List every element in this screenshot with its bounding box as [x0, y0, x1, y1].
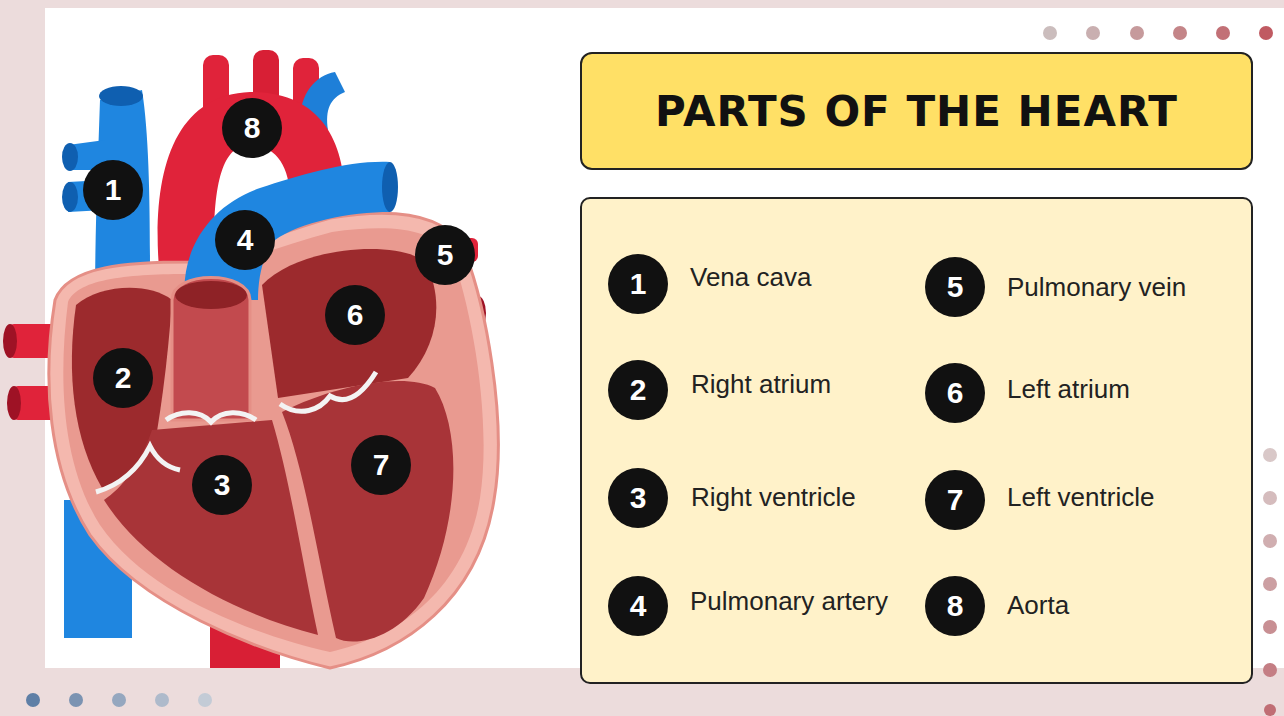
- callout-number: 7: [925, 470, 985, 530]
- left-atrium: [262, 249, 436, 398]
- pulmonary-valve: [166, 413, 256, 422]
- callout-number: 6: [925, 363, 985, 423]
- part-name: Right ventricle: [691, 482, 856, 513]
- vessel-end: [382, 162, 398, 212]
- vessel-end: [3, 324, 17, 358]
- key-panel: [580, 197, 1253, 684]
- callout-number: 4: [608, 576, 668, 636]
- callout-number: 6: [325, 285, 385, 345]
- callout-number: 5: [415, 225, 475, 285]
- callout-number: 2: [93, 348, 153, 408]
- callout-number: 8: [925, 576, 985, 636]
- callout-number: 8: [222, 98, 282, 158]
- part-name: Right atrium: [691, 369, 831, 400]
- vessel-end: [62, 143, 78, 171]
- tricuspid-valve: [96, 446, 180, 492]
- pulmonary-artery: [166, 162, 398, 422]
- vessel-end: [62, 182, 78, 212]
- part-name: Left atrium: [1007, 374, 1130, 405]
- callout-number: 3: [192, 455, 252, 515]
- title-box: PARTS OF THE HEART: [580, 52, 1253, 170]
- part-name: Pulmonary vein: [1007, 272, 1186, 303]
- part-name: Vena cava: [690, 262, 811, 293]
- mitral-valve: [280, 372, 376, 411]
- pulmonary-trunk: [172, 278, 250, 421]
- vessels-back: [3, 50, 486, 668]
- part-name: Aorta: [1007, 590, 1069, 621]
- vessel-end: [99, 86, 143, 106]
- callout-number: 1: [608, 254, 668, 314]
- callout-number: 5: [925, 257, 985, 317]
- vessel-end: [7, 386, 21, 420]
- callout-number: 1: [83, 160, 143, 220]
- callout-number: 2: [608, 360, 668, 420]
- title-text: PARTS OF THE HEART: [655, 87, 1178, 136]
- part-name: Pulmonary artery: [690, 586, 888, 617]
- heart-wall: [63, 228, 483, 652]
- trunk-opening: [175, 281, 247, 309]
- heart-outline: [49, 213, 498, 668]
- callout-number: 4: [215, 210, 275, 270]
- decor-dots: [26, 26, 1277, 716]
- heart-body: [49, 213, 498, 668]
- part-name: Left ventricle: [1007, 482, 1154, 513]
- callout-number: 3: [608, 468, 668, 528]
- left-ventricle: [282, 381, 453, 642]
- right-ventricle: [104, 420, 318, 635]
- callout-number: 7: [351, 435, 411, 495]
